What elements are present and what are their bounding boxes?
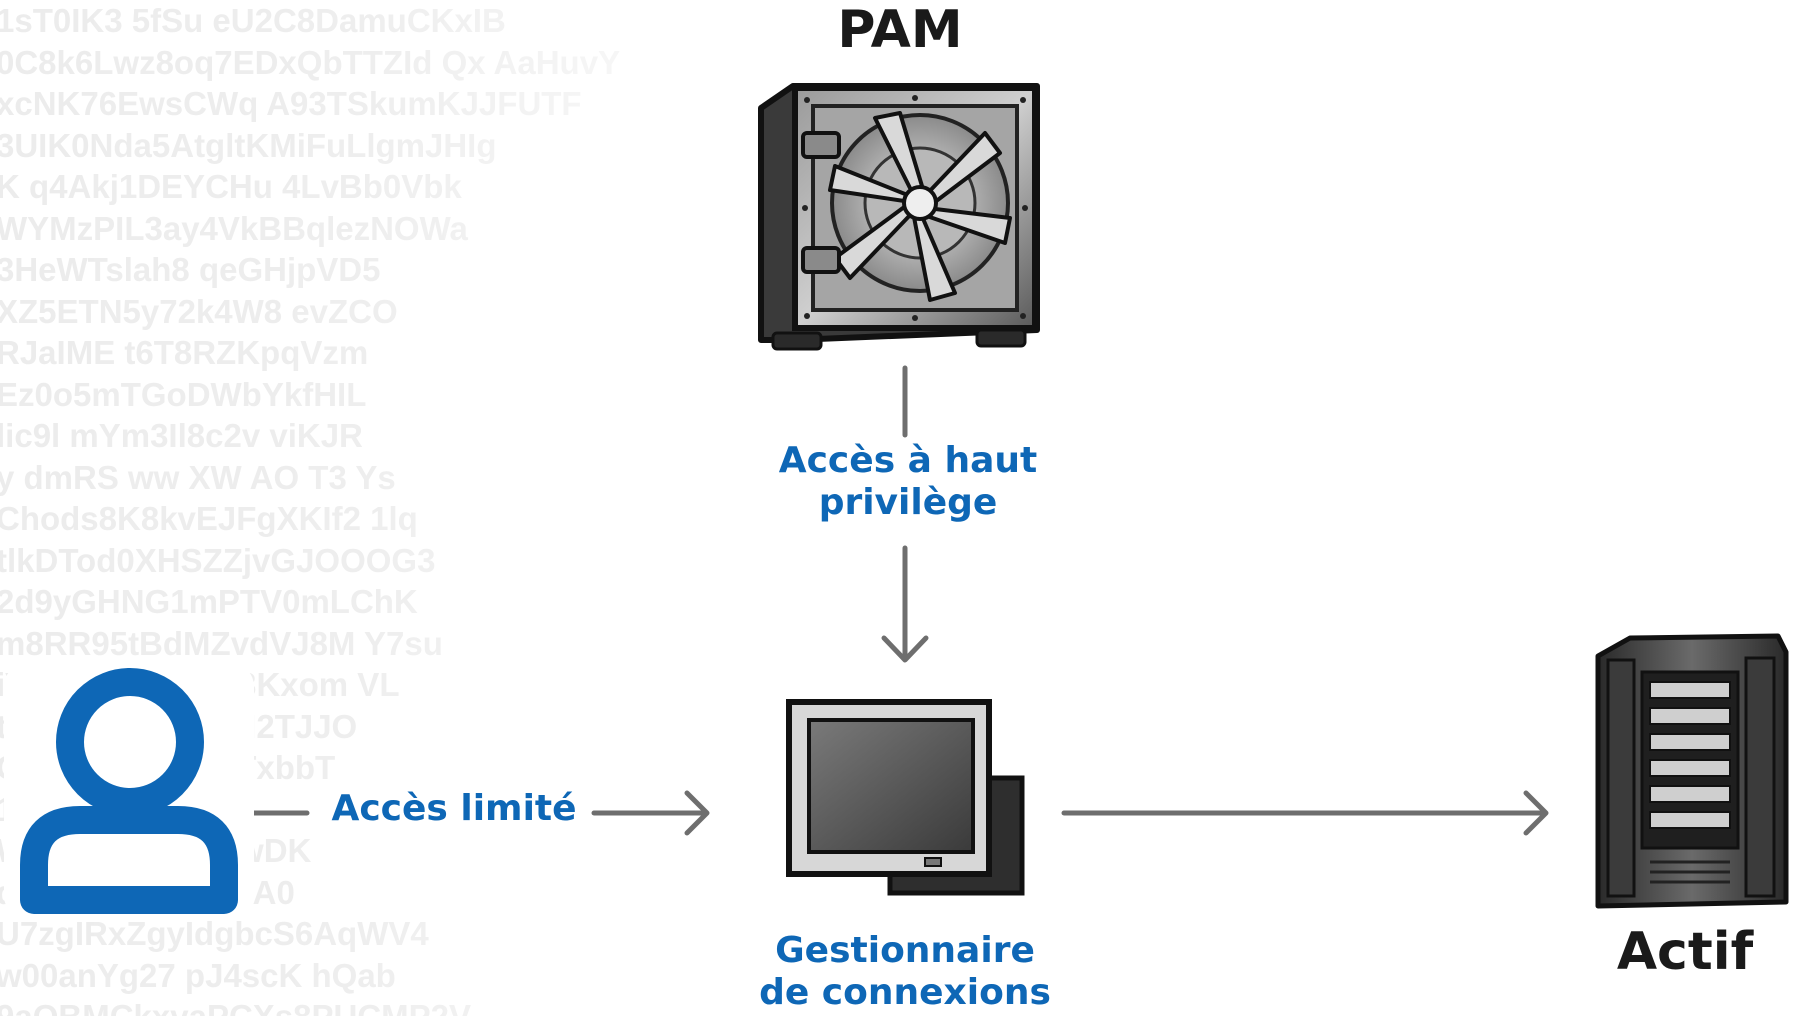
background-text-line: Ez0o5mTGoDWbYkfHIL <box>0 375 367 413</box>
background-text-line: xcNK76EwsCWq A93TSkumKJJFUTF <box>0 85 582 122</box>
user-icon <box>4 664 254 918</box>
background-text-line: 1sT0IK3 5fSu eU2C8DamuCKxIB <box>0 2 506 39</box>
monitor-icon <box>786 699 1025 896</box>
connection-manager-label-line1: Gestionnaire <box>775 930 1035 971</box>
arrowhead-down <box>881 635 929 663</box>
background-text-line: lic9l mYm3Il8c2v viKJR <box>0 417 363 454</box>
server-icon <box>1595 633 1789 909</box>
background-text-line: 3HeWTslah8 qeGHjpVD5 <box>0 251 381 288</box>
background-text-line: RJaIME t6T8RZKpqVzm <box>0 334 369 371</box>
background-text-line: 9aQBMCkxvaPCXs8PUCMP2V <box>0 996 1200 1016</box>
background-text-line: WYMzPIL3ay4VkBBqlezNOWa <box>0 209 468 247</box>
background-text-line: tlkDTod0XHSZZjvGJOOOG3 <box>0 541 436 579</box>
high-privilege-label-line2: privilège <box>818 482 998 523</box>
background-text-line: XZ5ETN5y72k4W8 evZCO <box>0 292 398 330</box>
arrowhead-right-2 <box>1523 790 1549 836</box>
background-text-line: 0C8k6Lwz8oq7EDxQbTTZId Qx AaHuvY <box>0 43 621 81</box>
background-text-line: 2d9yGHNG1mPTV0mLChK <box>0 583 418 620</box>
asset-label: Actif <box>1616 922 1754 982</box>
limited-access-label: Accès limité <box>331 788 577 829</box>
background-text-line: m8RR95tBdMZvdVJ8M Y7su <box>0 624 443 662</box>
vault-icon <box>758 83 1040 351</box>
arrowhead-right-1 <box>684 790 710 836</box>
high-privilege-label: Accès à haut privilège <box>748 440 1068 524</box>
connection-manager-label: Gestionnaire de connexions <box>730 930 1080 1014</box>
high-privilege-label-line1: Accès à haut <box>778 440 1038 481</box>
background-text-line: Chods8K8kvEJFgXKIf2 1lq <box>0 500 418 537</box>
pam-label: PAM <box>837 0 963 60</box>
connection-manager-label-line2: de connexions <box>759 972 1051 1013</box>
background-text-line: K q4Akj1DEYCHu 4LvBb0Vbk <box>0 168 462 205</box>
background-text-line: y dmRS ww XW AO T3 Ys <box>0 458 396 496</box>
background-text-line: w00anYg27 pJ4scK hQab <box>0 956 396 994</box>
background-text-line: 3UIK0Nda5AtgltKMiFuLlgmJHIg <box>0 126 497 164</box>
background-text-line: U7zgIRxZgyIdgbcS6AqWV4 <box>0 915 429 952</box>
